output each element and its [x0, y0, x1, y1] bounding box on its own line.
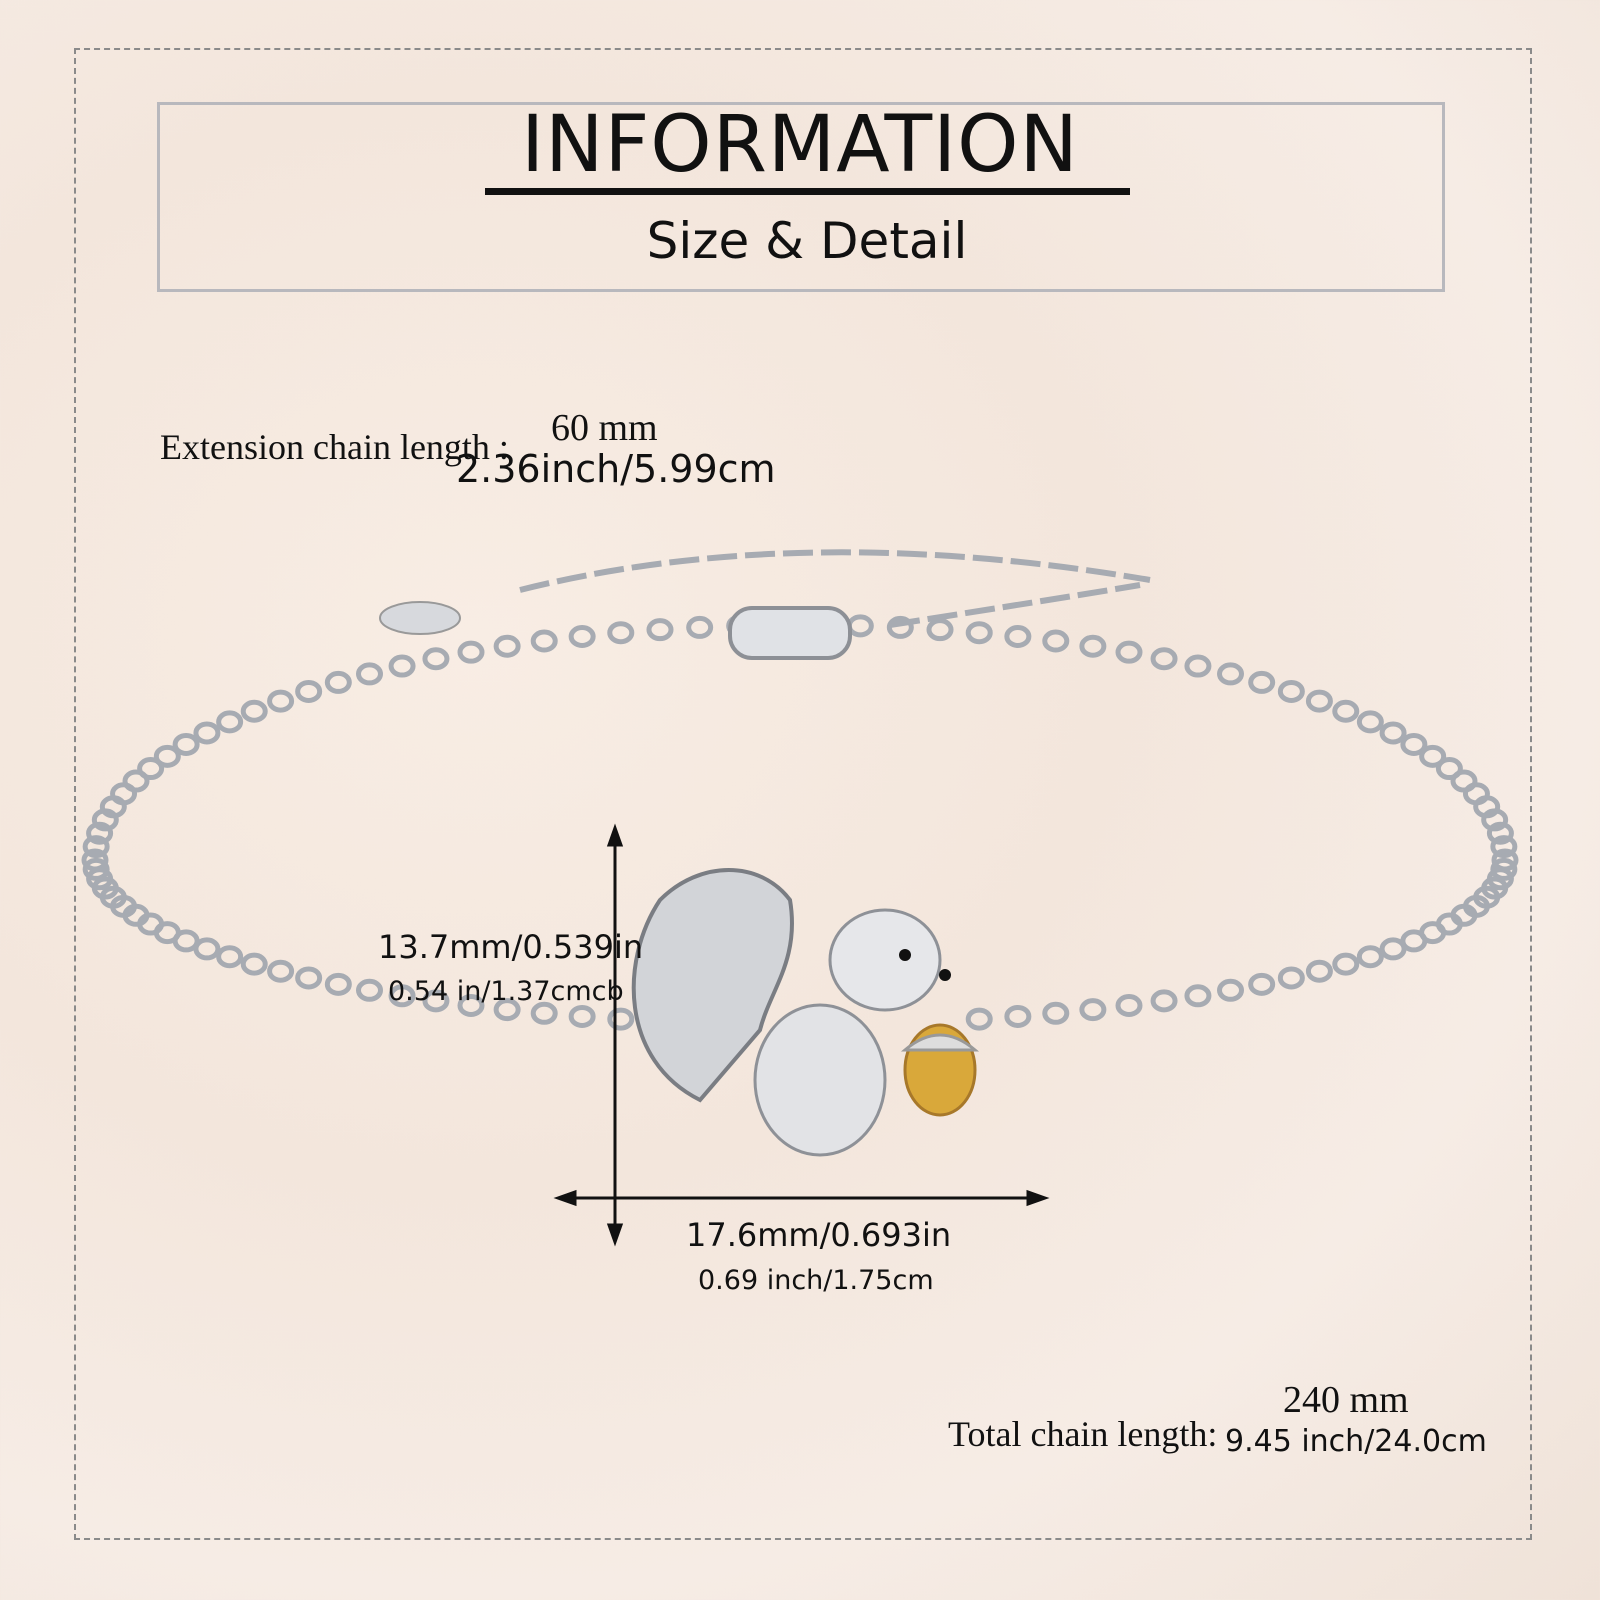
extension-imperial: 2.36inch/5.99cm [456, 447, 776, 491]
chain-link [216, 945, 244, 969]
chain-link [422, 647, 450, 671]
chain-link [965, 621, 993, 645]
chain-link [1150, 647, 1178, 671]
chain-link [193, 721, 221, 745]
chain-link [1248, 972, 1276, 996]
dashed-frame [74, 48, 1532, 1540]
chain-link [295, 966, 323, 990]
chain-link [1379, 937, 1407, 961]
chain-link [1004, 1004, 1032, 1028]
chain-link [530, 629, 558, 653]
chain-link [193, 937, 221, 961]
height-secondary: 0.54 in/1.37cmcb [388, 976, 624, 1007]
height-primary: 13.7mm/0.539in [378, 928, 644, 966]
chain-link [388, 984, 416, 1008]
chain-link [240, 952, 268, 976]
chain-link [422, 989, 450, 1013]
chain-link [568, 625, 596, 649]
chain-link [457, 993, 485, 1017]
title-box [157, 102, 1445, 292]
lobster-clasp-icon [728, 606, 852, 660]
chain-link [1356, 710, 1384, 734]
chain-link [1115, 640, 1143, 664]
chain-link [530, 1001, 558, 1025]
chain-link [1486, 821, 1514, 845]
chain-link [153, 744, 181, 768]
chain-link [493, 998, 521, 1022]
width-secondary: 0.69 inch/1.75cm [698, 1265, 934, 1296]
page-subtitle: Size & Detail [646, 212, 968, 270]
chain-link [1079, 998, 1107, 1022]
chain-link [267, 959, 295, 983]
chain-link [1277, 679, 1305, 703]
chain-link [1217, 662, 1245, 686]
chain-link [1435, 757, 1463, 781]
chain-link [1042, 629, 1070, 653]
chain-link [216, 710, 244, 734]
chain-link [886, 615, 914, 639]
chain-link [324, 972, 352, 996]
extension-label: Extension chain length : [160, 427, 509, 467]
chain-link [607, 1007, 635, 1031]
total-label: Total chain length: [948, 1414, 1218, 1454]
chain-link [1248, 670, 1276, 694]
chain-link [1332, 952, 1360, 976]
width-primary: 17.6mm/0.693in [686, 1216, 952, 1254]
chain-link [1184, 654, 1212, 678]
chain-link [1356, 945, 1384, 969]
chain-link [1379, 721, 1407, 745]
chain-link [686, 615, 714, 639]
chain-link [607, 621, 635, 645]
chain-link [82, 857, 110, 881]
chain-link [1419, 744, 1447, 768]
chain-link [122, 769, 150, 793]
chain-link [355, 978, 383, 1002]
chain-link [388, 654, 416, 678]
chain-link [295, 679, 323, 703]
chain-link [1400, 929, 1428, 953]
chain-link [1184, 984, 1212, 1008]
dimension-arrows [553, 823, 1050, 1247]
chain-link [1217, 978, 1245, 1002]
chain-link [1481, 808, 1509, 832]
chain-link [1277, 966, 1305, 990]
extension-chain [519, 549, 1151, 628]
chain-link [267, 689, 295, 713]
chain [81, 613, 1519, 1031]
chain-link [1150, 989, 1178, 1013]
chain-link [1400, 732, 1428, 756]
chain-link [965, 1007, 993, 1031]
tag-icon [379, 601, 461, 635]
chain-link [355, 662, 383, 686]
chain-link [846, 614, 874, 638]
chain-link [457, 640, 485, 664]
page-title: INFORMATION [521, 100, 1079, 190]
chain-link [568, 1004, 596, 1028]
chain-link [82, 835, 110, 859]
chain-link [172, 732, 200, 756]
title-underline [485, 188, 1130, 195]
total-mm: 240 mm [1283, 1379, 1409, 1421]
squirrel-pendant-icon [631, 868, 980, 1157]
extension-mm: 60 mm [551, 407, 658, 449]
chain-link [493, 634, 521, 658]
chain-link [1115, 993, 1143, 1017]
chain-link [324, 670, 352, 694]
chain-link [86, 821, 114, 845]
chain-link [1305, 959, 1333, 983]
chain-link [1079, 634, 1107, 658]
chain-link [240, 699, 268, 723]
chain-link [926, 618, 954, 642]
total-imperial: 9.45 inch/24.0cm [1225, 1424, 1487, 1459]
chain-link [1490, 835, 1518, 859]
chain-link [137, 757, 165, 781]
chain-link [1305, 689, 1333, 713]
chain-link [646, 618, 674, 642]
chain-link [1042, 1001, 1070, 1025]
chain-link [1332, 699, 1360, 723]
chain-link [1004, 625, 1032, 649]
